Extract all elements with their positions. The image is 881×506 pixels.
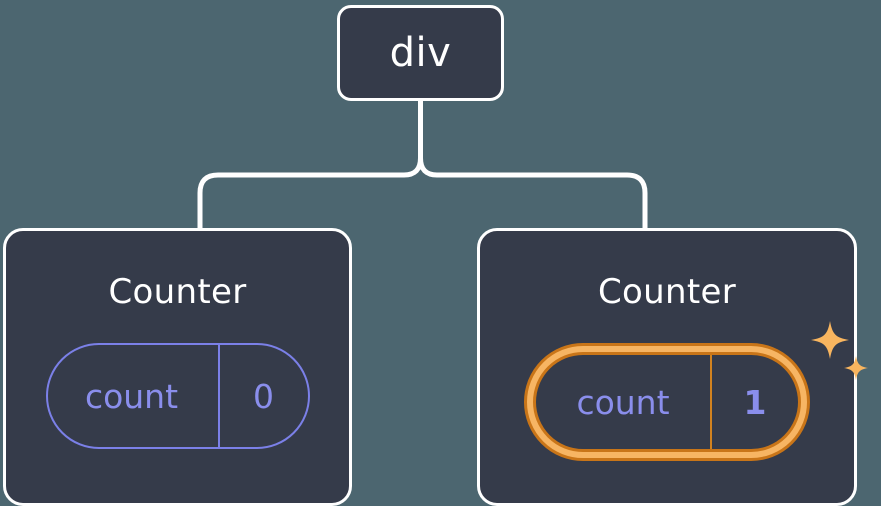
- node-counter-left[interactable]: Counter count 0: [3, 228, 352, 506]
- sparkle-small-icon: [844, 356, 868, 380]
- state-pill-key-right: count: [536, 355, 712, 449]
- node-div[interactable]: div: [337, 5, 504, 101]
- node-counter-left-title: Counter: [108, 272, 247, 312]
- sparkle-icons: [811, 321, 868, 380]
- node-counter-right[interactable]: Counter count 1: [477, 228, 868, 506]
- sparkle-large-icon: [811, 321, 849, 359]
- state-pill-wrap-left: count 0: [45, 343, 310, 449]
- node-counter-right-title: Counter: [598, 272, 736, 312]
- state-pill-wrap-right: count 1: [524, 321, 868, 461]
- state-pill-value-left: 0: [253, 376, 274, 416]
- state-pill-inner-right: count 1: [533, 352, 801, 452]
- state-pill-count-left[interactable]: count 0: [45, 343, 310, 449]
- state-pill-value-right: 1: [743, 382, 767, 422]
- state-pill-key-left: count: [48, 345, 220, 447]
- node-div-label: div: [389, 30, 452, 76]
- state-pill-count-right[interactable]: count 1: [524, 343, 810, 461]
- component-tree-diagram: div Counter count 0 Counter count 1: [3, 5, 868, 506]
